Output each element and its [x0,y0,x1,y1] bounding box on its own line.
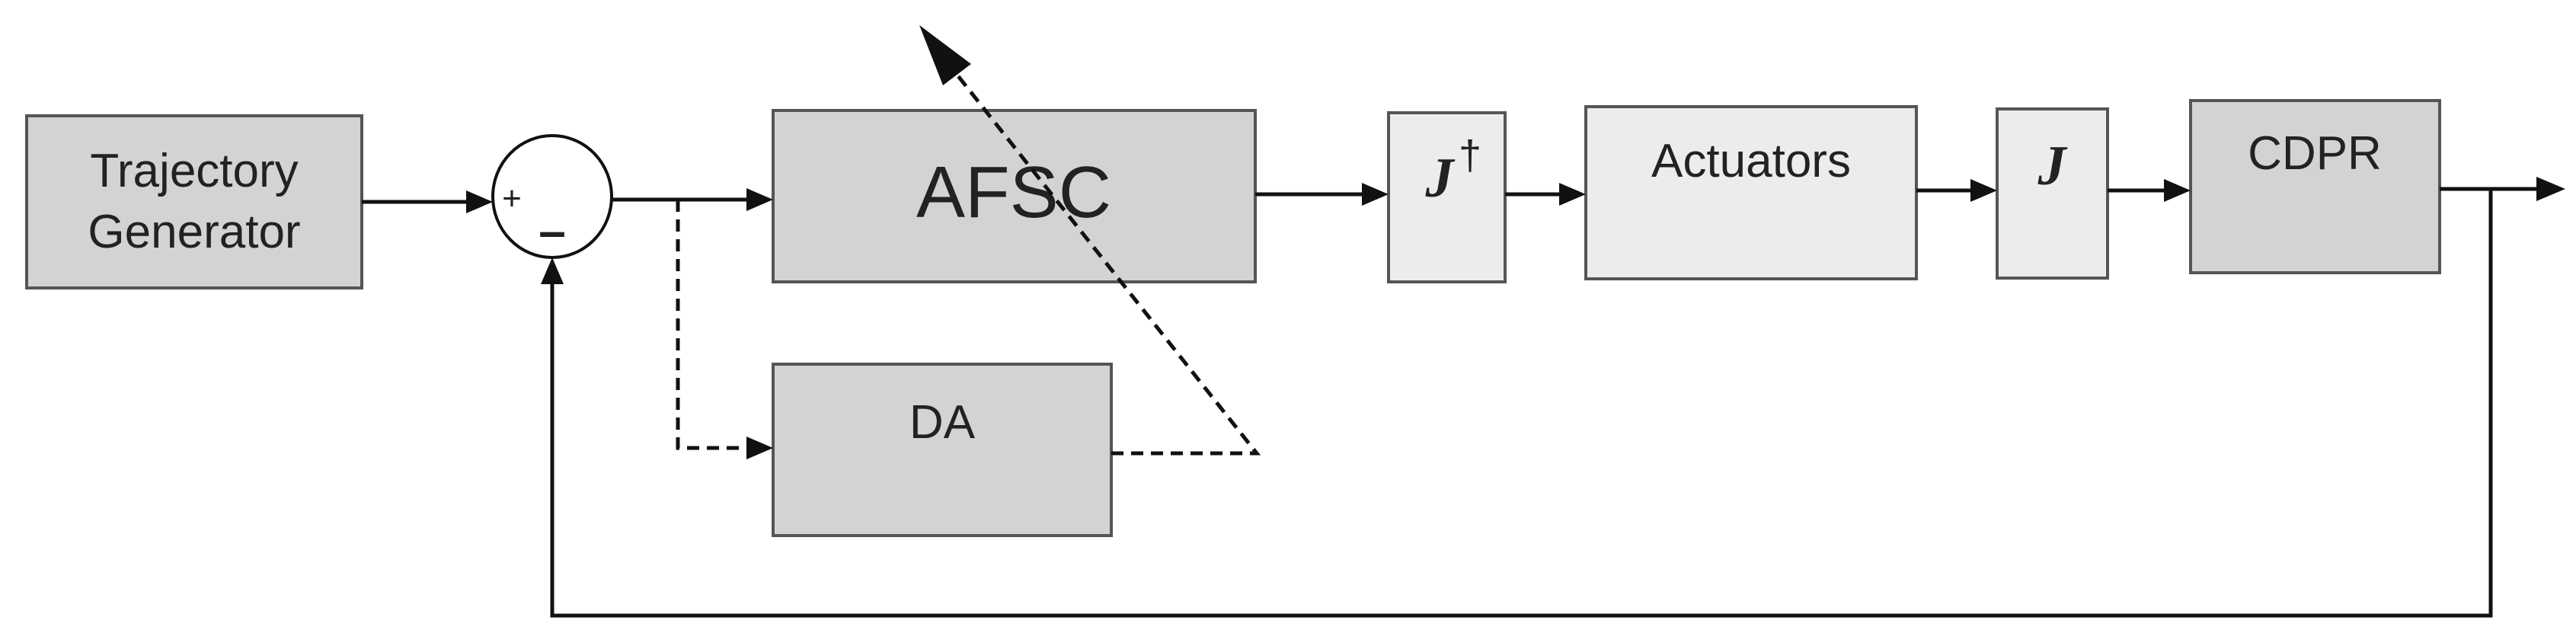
arrow-into-jpinv [1362,183,1389,206]
trajectory-generator-label-line2: Generator [88,206,300,258]
adaptation-arrowhead [919,25,971,85]
j-pseudo-inverse-symbol: J [1425,147,1456,210]
da-block [772,363,1113,537]
summing-minus-sign: – [539,203,566,258]
arrow-into-da [746,437,773,459]
jacobian-symbol: J [2037,135,2068,197]
arrow-output [2536,177,2565,201]
arrow-into-sum [466,190,493,213]
summing-plus-sign: + [502,180,522,217]
j-pseudo-inverse-superscript: † [1459,133,1481,178]
actuators-block [1584,105,1918,280]
arrow-into-cdpr [2164,179,2191,202]
arrow-into-jacobian [1970,179,1997,202]
cdpr-label: CDPR [2248,127,2382,180]
trajectory-generator-label-line1: Trajectory [90,145,298,197]
wire-feedback-loop [550,189,2493,618]
afsc-label: AFSC [916,152,1111,233]
cdpr-block [2189,99,2441,274]
trajectory-generator-block [25,114,363,290]
arrow-into-actuators [1559,183,1586,206]
dashed-wire-to-da [676,200,746,450]
da-label: DA [909,396,976,449]
dashed-wire-da-output [957,75,1261,456]
arrow-feedback-into-sum [541,258,564,284]
arrow-into-afsc [746,188,773,211]
j-pseudo-inverse-block [1387,111,1507,283]
jacobian-block [1996,107,2109,280]
afsc-block [772,109,1257,283]
actuators-label: Actuators [1651,135,1851,187]
